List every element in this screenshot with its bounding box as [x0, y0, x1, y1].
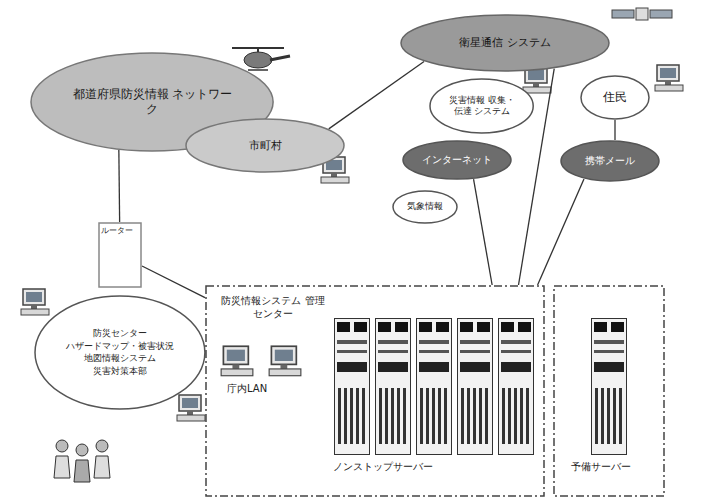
node-label: 衛星通信 システム [459, 36, 551, 50]
node-label: 住民 [603, 90, 627, 105]
node-text: 庁内LAN [227, 383, 267, 396]
server-rack [499, 319, 534, 455]
node-label: 市町村 [249, 139, 282, 153]
connector-line [118, 150, 120, 222]
pc-icon [221, 346, 253, 375]
node-label: 気象情報 [407, 201, 443, 212]
connector-line [142, 266, 205, 298]
outline [581, 76, 649, 119]
node-text: 災害対策本部 [93, 366, 147, 377]
outline [35, 296, 205, 409]
people [54, 440, 110, 482]
node-label: 都道府県防災情報 ネットワーク [67, 87, 237, 117]
network-cloud: インターネット [402, 140, 512, 180]
node-label: 防災情報システム 管理センター [217, 295, 329, 320]
server-room: 防災情報システム 管理センター庁内LAN ノンストップサーバー [205, 285, 545, 497]
server-rack [335, 319, 370, 455]
node-label: 携帯メール [585, 155, 635, 168]
callout-bubble: 気象情報 [392, 190, 458, 224]
resident-bubble: 住民 [580, 75, 650, 120]
backup-room: 予備サーバー [553, 285, 665, 497]
node-label: ルーター [101, 226, 133, 236]
server-rack [458, 319, 493, 455]
node-text: ノンストップサーバー [333, 461, 433, 474]
pc-icon [655, 65, 683, 91]
callout-bubble: 災害情報 収集・伝達 システム [429, 78, 534, 134]
network-cloud: 衛星通信 システム [400, 14, 610, 72]
network-cloud: 携帯メール [560, 140, 660, 182]
callout-bubble: 防災センターハザードマップ・被害状況 地図情報システム災害対策本部 [34, 295, 206, 410]
outline [403, 141, 511, 179]
connector-line [329, 61, 424, 128]
helicopter [232, 48, 290, 70]
outline [430, 79, 533, 133]
outline [561, 141, 659, 181]
outline [186, 119, 344, 172]
outline [99, 223, 141, 287]
pc-icon [269, 346, 301, 375]
server-rack [376, 319, 411, 455]
connector-line [474, 179, 493, 285]
node-text: ハザードマップ・被害状況 地図情報システム [61, 341, 179, 364]
outline [393, 191, 457, 223]
node-label: 災害情報 収集・伝達 システム [447, 95, 517, 118]
outline [206, 286, 544, 496]
pc-icon [177, 395, 205, 421]
node-label: 防災センター [93, 328, 147, 339]
pc-icon [21, 289, 49, 315]
node-label: インターネット [422, 154, 492, 167]
server-rack [417, 319, 452, 455]
satellite [612, 8, 672, 20]
router-box: ルーター [98, 222, 142, 288]
outline [401, 15, 609, 71]
network-cloud: 市町村 [185, 118, 345, 173]
node-label: 予備サーバー [571, 461, 631, 474]
outline [554, 286, 664, 496]
connector-line [538, 179, 584, 285]
connector-line [614, 120, 615, 140]
server-rack [592, 319, 627, 455]
